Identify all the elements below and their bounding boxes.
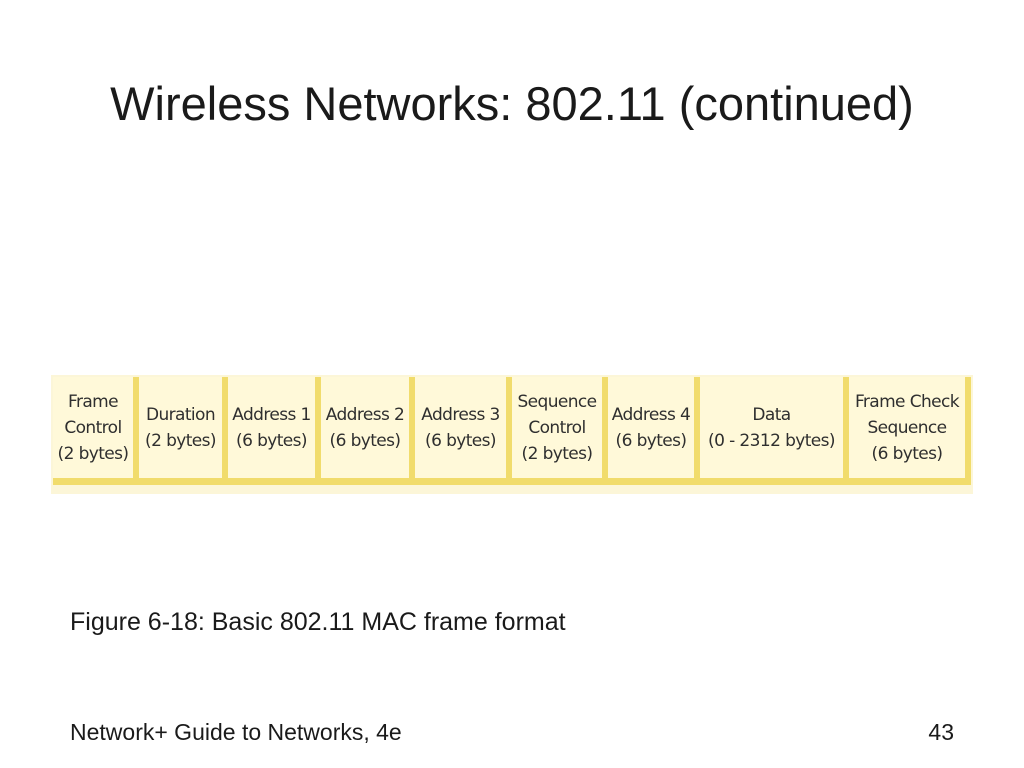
frame-field-frame-control: Frame Control (2 bytes) (53, 377, 139, 485)
frame-field-frame-check-sequence: Frame Check Sequence (6 bytes) (849, 377, 971, 485)
frame-field-data: Data (0 - 2312 bytes) (700, 377, 849, 485)
frame-field-address-3: Address 3 (6 bytes) (415, 377, 512, 485)
frame-field-address-2: Address 2 (6 bytes) (321, 377, 415, 485)
slide-title: Wireless Networks: 802.11 (continued) (110, 77, 914, 130)
frame-field-address-1: Address 1 (6 bytes) (228, 377, 321, 485)
frame-field-sequence-control: Sequence Control (2 bytes) (512, 377, 608, 485)
frame-field-address-4: Address 4 (6 bytes) (608, 377, 700, 485)
figure-caption: Figure 6-18: Basic 802.11 MAC frame form… (70, 608, 566, 636)
frame-field-duration: Duration (2 bytes) (139, 377, 228, 485)
page-number: 43 (928, 719, 954, 745)
footer-text: Network+ Guide to Networks, 4e (70, 719, 402, 745)
mac-frame-diagram: Frame Control (2 bytes) Duration (2 byte… (51, 375, 973, 494)
